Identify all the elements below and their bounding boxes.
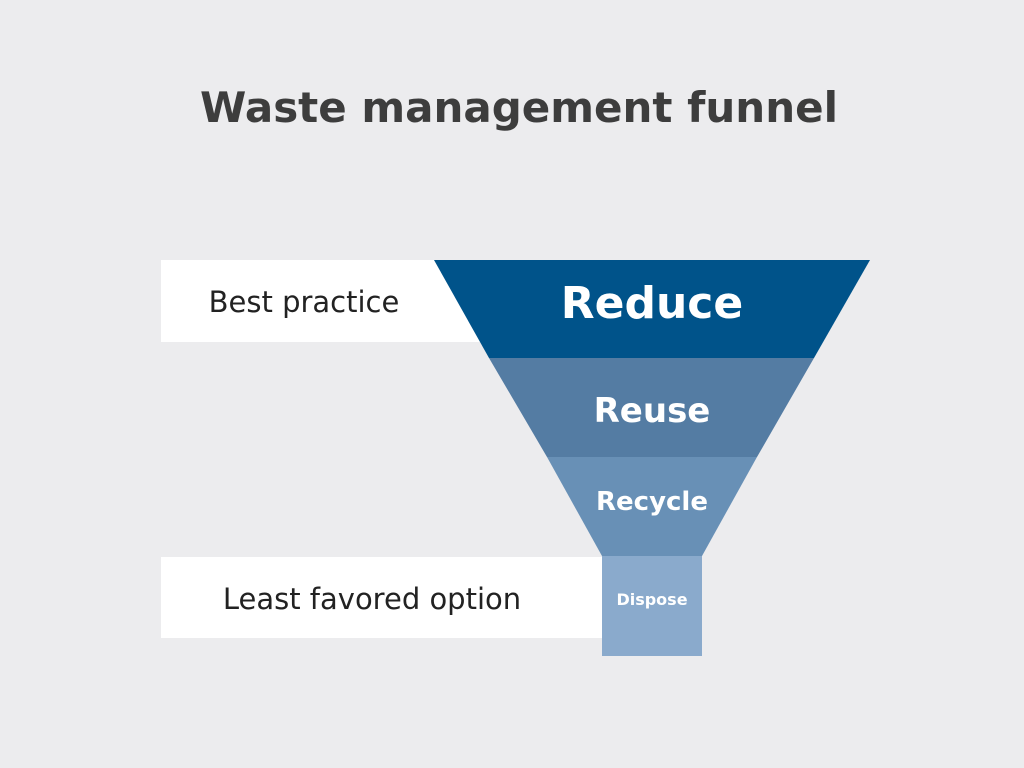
stage-label-recycle: Recycle <box>596 487 708 517</box>
stage-label-reuse: Reuse <box>594 391 711 431</box>
diagram-title: Waste management funnel <box>200 83 838 132</box>
stage-label-dispose: Dispose <box>616 590 687 609</box>
funnel-stage-reuse <box>489 358 814 457</box>
best-practice-label-box <box>161 260 491 342</box>
least-favored-label-box <box>161 557 602 638</box>
best-practice-label: Best practice <box>209 285 400 319</box>
least-favored-label: Least favored option <box>223 582 521 616</box>
stage-label-reduce: Reduce <box>561 278 743 329</box>
funnel-stage-dispose <box>602 556 702 656</box>
funnel-stage-reduce <box>434 260 870 358</box>
funnel-stage-recycle <box>547 457 757 556</box>
